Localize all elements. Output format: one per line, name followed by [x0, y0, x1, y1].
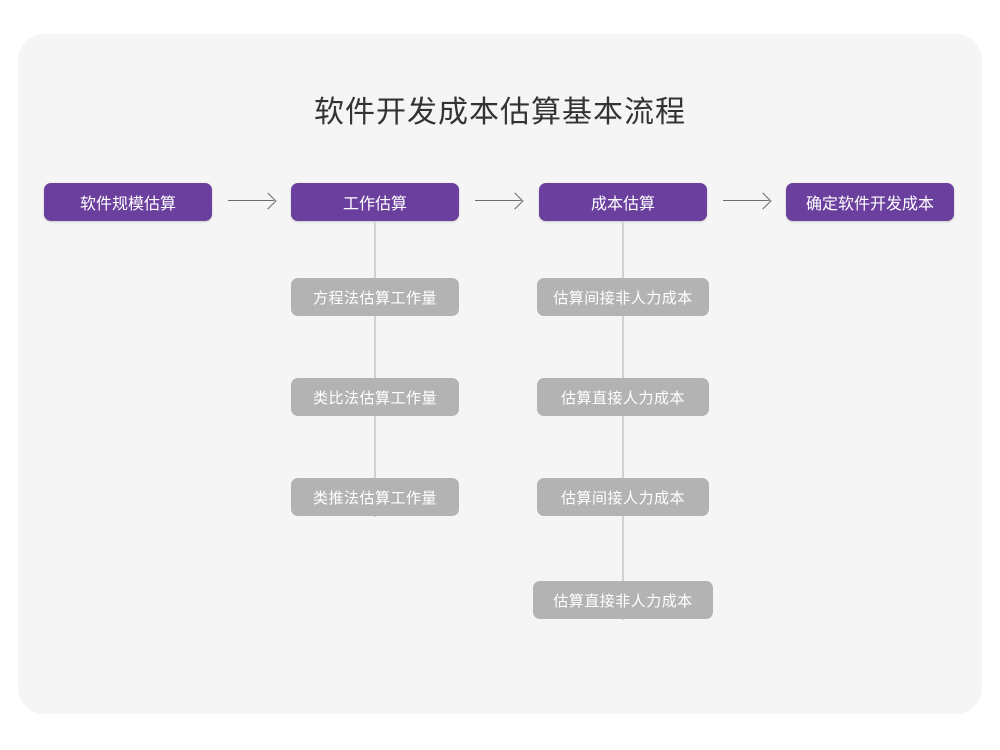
arrow-shaft	[228, 200, 274, 202]
connector-line-cost-branch	[622, 221, 624, 620]
arrow-head	[754, 192, 772, 209]
flow-node-step-2[interactable]: 工作估算	[291, 183, 459, 221]
flow-node-step-3[interactable]: 成本估算	[539, 183, 707, 221]
arrow-head	[506, 192, 524, 209]
branch-node-effort-2[interactable]: 类比法估算工作量	[291, 378, 459, 416]
arrow-shaft	[475, 200, 521, 202]
arrow-head	[259, 192, 277, 209]
connector-line-effort-branch	[374, 221, 376, 517]
branch-node-effort-1[interactable]: 方程法估算工作量	[291, 278, 459, 316]
arrow-right-icon	[475, 191, 524, 211]
arrow-right-icon	[228, 191, 277, 211]
branch-node-cost-2[interactable]: 估算直接人力成本	[537, 378, 709, 416]
branch-node-effort-3[interactable]: 类推法估算工作量	[291, 478, 459, 516]
flow-node-step-4[interactable]: 确定软件开发成本	[786, 183, 954, 221]
flow-node-step-1[interactable]: 软件规模估算	[44, 183, 212, 221]
branch-node-cost-4[interactable]: 估算直接非人力成本	[533, 581, 713, 619]
branch-node-cost-1[interactable]: 估算间接非人力成本	[537, 278, 709, 316]
page-title: 软件开发成本估算基本流程	[314, 96, 686, 129]
arrow-shaft	[723, 200, 769, 202]
arrow-right-icon	[723, 191, 772, 211]
branch-node-cost-3[interactable]: 估算间接人力成本	[537, 478, 709, 516]
diagram-card	[18, 34, 982, 714]
